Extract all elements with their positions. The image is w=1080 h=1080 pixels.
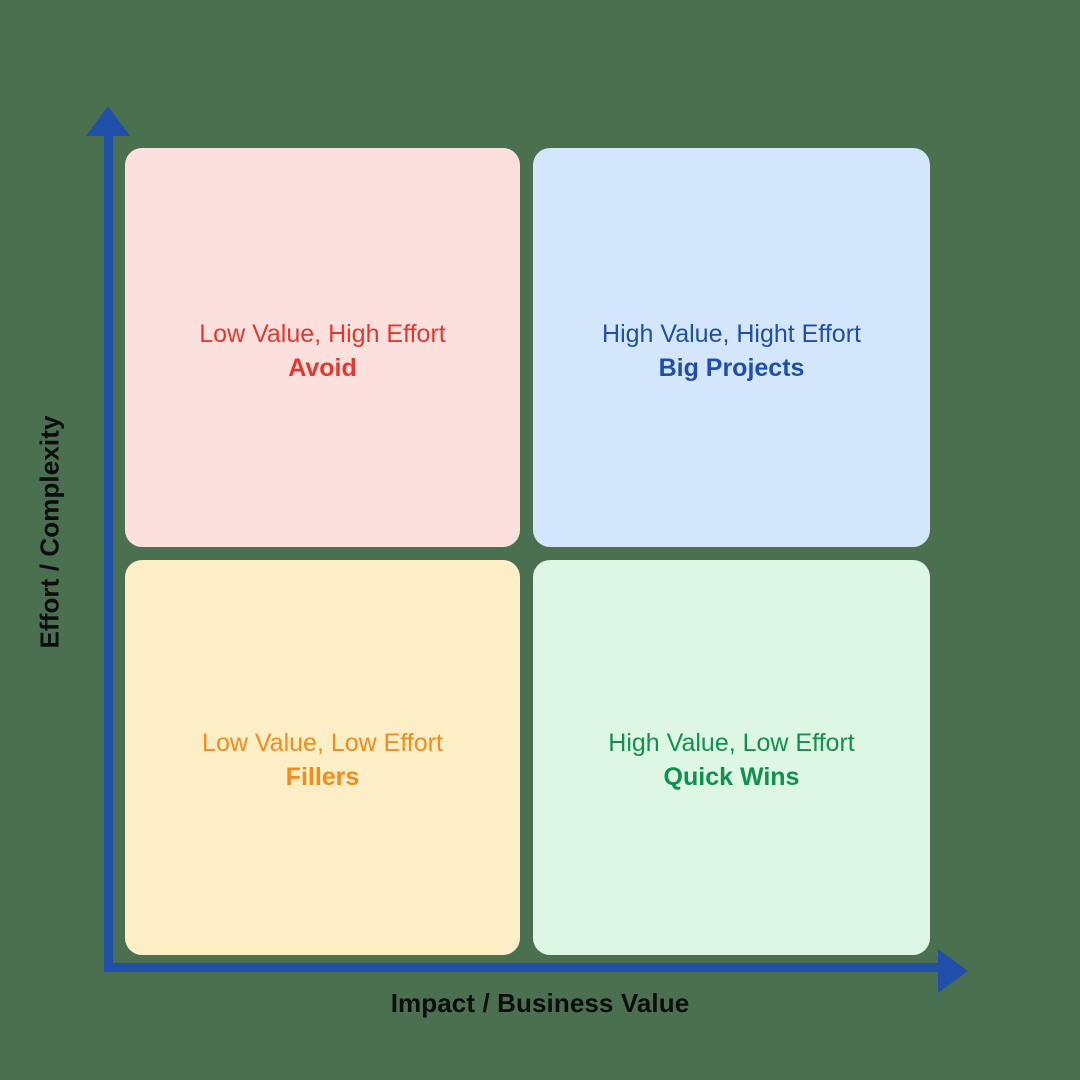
y-axis-label: Effort / Complexity (34, 415, 65, 649)
quadrant-quick-wins[interactable]: High Value, Low Effort Quick Wins (533, 560, 930, 955)
quadrant-fillers[interactable]: Low Value, Low Effort Fillers (125, 560, 520, 955)
quadrant-avoid-description: Low Value, High Effort (199, 320, 446, 348)
arrow-right-icon (938, 949, 968, 993)
x-axis-label: Impact / Business Value (390, 988, 690, 1018)
x-axis-line (104, 963, 952, 972)
quadrant-fillers-description: Low Value, Low Effort (202, 729, 443, 757)
arrow-up-icon (86, 106, 130, 136)
quadrant-avoid-title: Avoid (288, 353, 357, 382)
y-axis-line (104, 128, 113, 972)
quadrant-quick-wins-description: High Value, Low Effort (608, 729, 855, 757)
quadrant-avoid[interactable]: Low Value, High Effort Avoid (125, 148, 520, 547)
quadrant-big-projects-description: High Value, Hight Effort (602, 320, 861, 348)
quadrant-fillers-title: Fillers (285, 762, 360, 791)
quadrant-big-projects[interactable]: High Value, Hight Effort Big Projects (533, 148, 930, 547)
quadrant-quick-wins-title: Quick Wins (663, 762, 800, 791)
quadrant-big-projects-title: Big Projects (658, 353, 805, 382)
